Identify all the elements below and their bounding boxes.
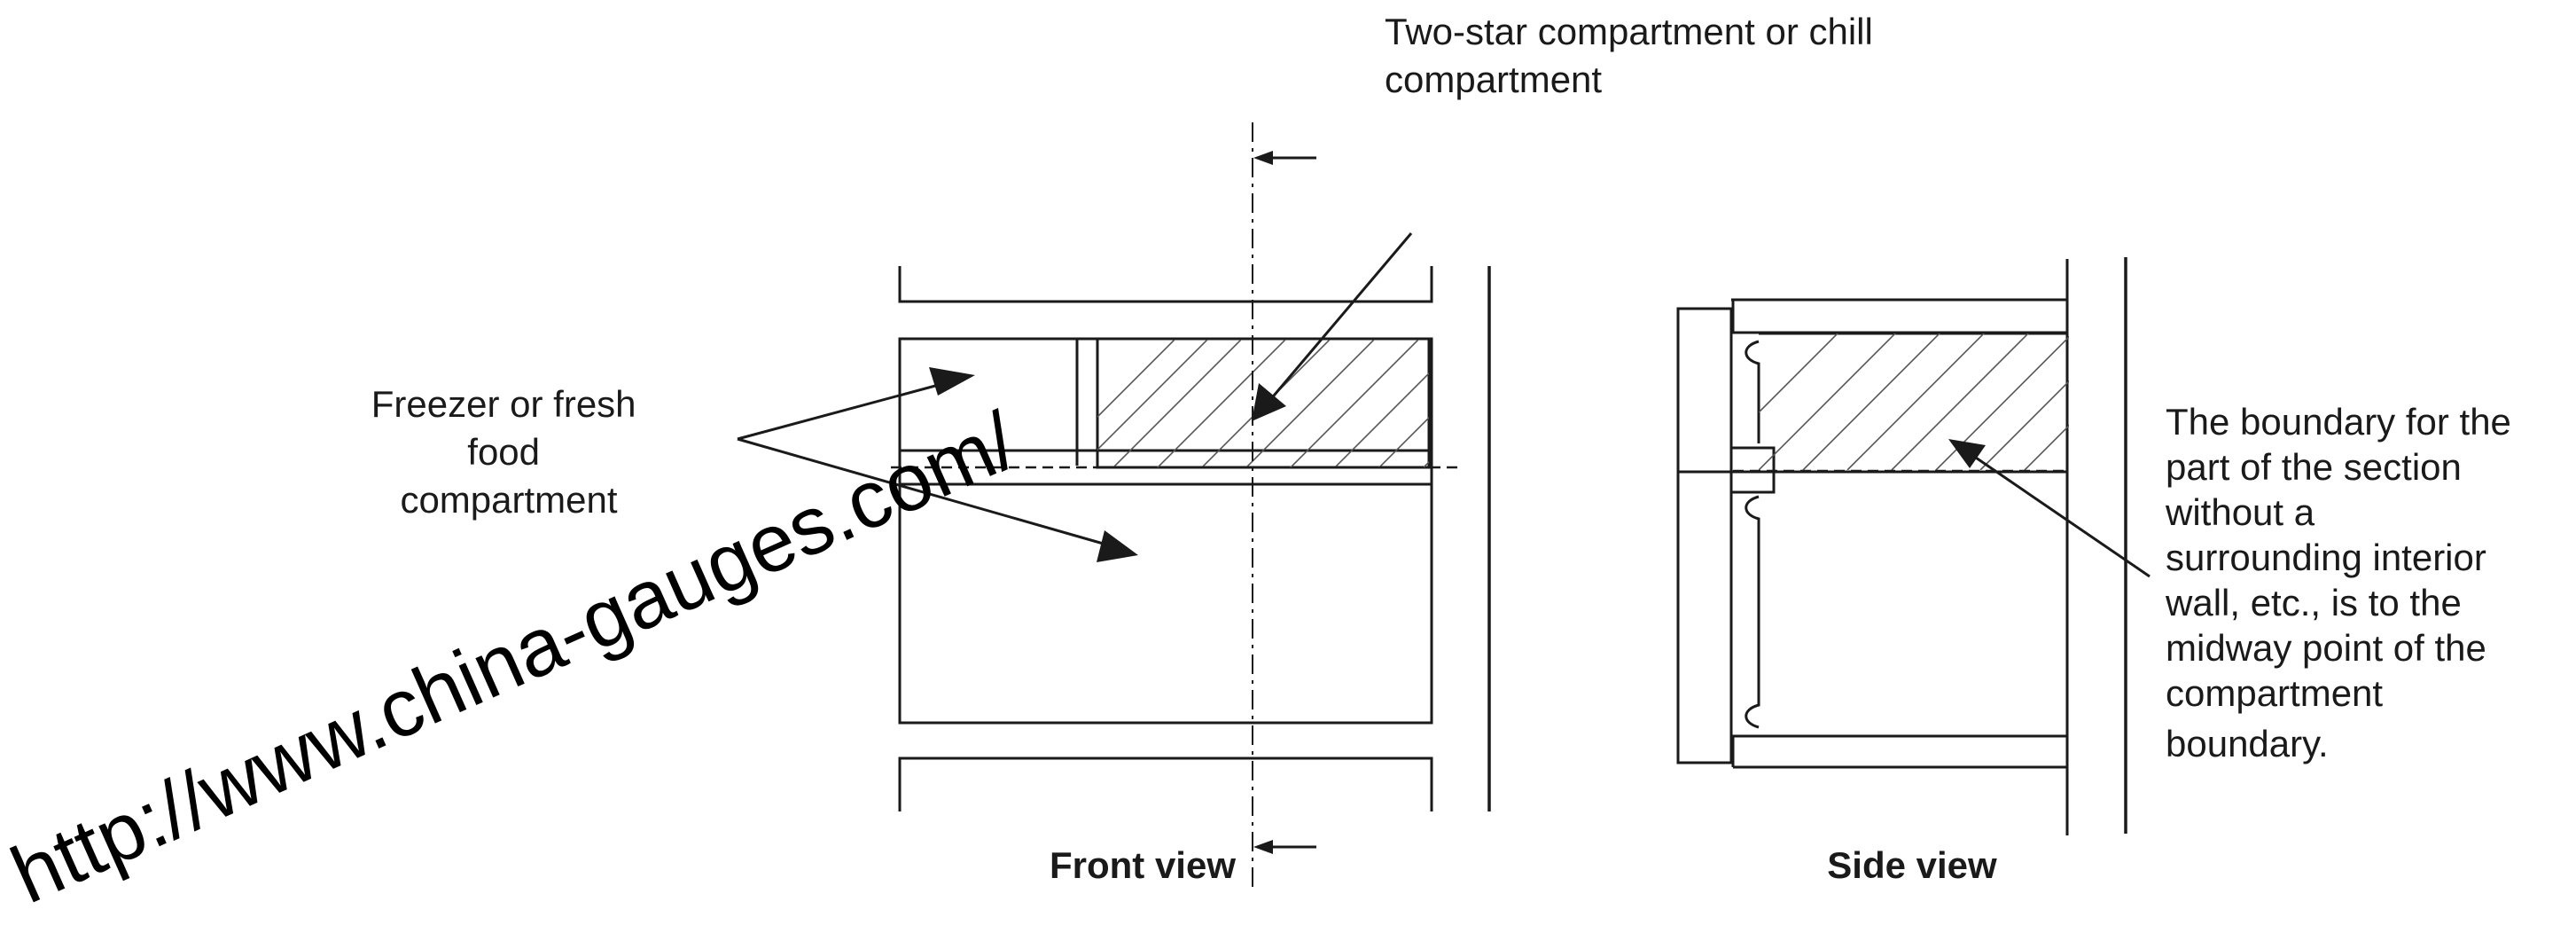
boundary-label-line-5: wall, etc., is to the [2165, 582, 2462, 623]
freezer-label-line-3: compartment [400, 479, 617, 521]
boundary-label-line-2: part of the section [2166, 446, 2462, 488]
side-view [1676, 257, 2151, 835]
side-view-title: Side view [1827, 844, 1997, 886]
boundary-pointer-head [1948, 439, 1986, 468]
section-arrow-bottom-head [1253, 840, 1273, 854]
freezer-pointer-lower-head [1097, 530, 1138, 562]
front-view-title: Front view [1050, 844, 1236, 886]
freezer-label-line-2: food [467, 431, 540, 473]
side-two-star-box [1759, 332, 2069, 470]
side-door-liner-upper [1745, 340, 1760, 443]
front-top-bracket [898, 266, 1433, 303]
two-star-label-line-2: compartment [1385, 59, 1602, 100]
two-star-label-line-1: Two-star compartment or chill [1385, 11, 1873, 52]
watermark-url: http://www.china-gauges.com/ [0, 396, 1030, 921]
boundary-label-line-1: The boundary for the [2166, 401, 2511, 443]
side-door-liner-lower [1745, 495, 1760, 729]
freezer-pointer-upper-line [737, 380, 949, 441]
two-star-label: Two-star compartment or chill compartmen… [1385, 11, 1884, 100]
boundary-label-line-8: boundary. [2166, 723, 2329, 764]
freezer-label-line-1: Freezer or fresh [371, 383, 636, 425]
boundary-pointer-line [1972, 454, 2151, 578]
boundary-label-line-3: without a [2165, 491, 2315, 533]
side-door-outline [1676, 307, 1733, 764]
side-cabinet-top [1731, 259, 2069, 334]
boundary-label-line-7: compartment [2166, 672, 2383, 714]
boundary-label-line-6: midway point of the [2166, 627, 2486, 669]
freezer-pointer-upper-head [929, 367, 975, 396]
front-hatching [1097, 340, 1429, 467]
front-cabinet-outline [898, 337, 1433, 725]
section-arrow-top-head [1253, 151, 1273, 165]
two-star-pointer-line [1268, 232, 1413, 402]
freezer-pointer-lower-line [737, 437, 1113, 548]
boundary-label-line-4: surrounding interior [2166, 537, 2486, 578]
freezer-label: Freezer or fresh food compartment [371, 383, 646, 521]
side-cabinet-bottom [1731, 734, 2069, 835]
boundary-label: The boundary for the part of the section… [2165, 401, 2522, 764]
front-bottom-bracket [898, 756, 1433, 811]
two-star-pointer-head [1252, 383, 1286, 421]
side-hatching [1759, 333, 2069, 470]
front-view [737, 122, 1491, 887]
